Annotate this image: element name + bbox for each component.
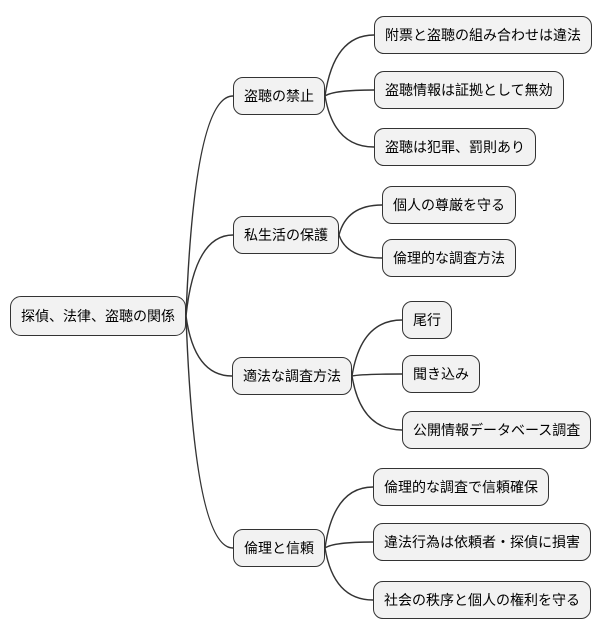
leaf-node-tag-wiretap-illegal: 附票と盗聴の組み合わせは違法 — [374, 16, 592, 54]
branch-node-legal-methods: 適法な調査方法 — [232, 357, 352, 395]
edge-line — [338, 234, 383, 259]
edge-line — [351, 375, 403, 431]
edge-line — [324, 95, 375, 148]
edge-line — [351, 373, 403, 377]
edge-line — [324, 541, 374, 549]
edge-line — [185, 95, 234, 317]
edge-line — [324, 547, 374, 601]
edge-line — [185, 234, 234, 317]
leaf-node-illegal-acts-harm: 違法行為は依頼者・探偵に損害 — [373, 523, 591, 561]
leaf-node-tailing: 尾行 — [402, 301, 452, 339]
edge-line — [351, 319, 403, 377]
leaf-node-public-database-research: 公開情報データベース調査 — [402, 411, 592, 449]
leaf-node-personal-dignity: 個人の尊厳を守る — [382, 186, 516, 224]
branch-node-wiretap-ban: 盗聴の禁止 — [233, 77, 325, 115]
branch-node-privacy-protection: 私生活の保護 — [233, 216, 339, 254]
leaf-node-evidence-invalid: 盗聴情報は証拠として無効 — [374, 71, 564, 109]
edge-line — [324, 34, 375, 97]
edge-line — [324, 89, 375, 97]
leaf-node-interviews: 聞き込み — [402, 355, 480, 393]
leaf-node-trust-through-ethics: 倫理的な調査で信頼確保 — [373, 468, 549, 506]
edge-line — [324, 486, 374, 549]
leaf-node-crime-penalty: 盗聴は犯罪、罰則あり — [374, 128, 536, 166]
leaf-node-social-order-rights: 社会の秩序と個人の権利を守る — [373, 581, 591, 619]
leaf-node-ethical-methods: 倫理的な調査方法 — [382, 239, 516, 277]
edge-line — [185, 315, 234, 549]
branch-node-ethics-trust: 倫理と信頼 — [233, 529, 325, 567]
edge-line — [185, 315, 233, 377]
root-node: 探偵、法律、盗聴の関係 — [10, 296, 186, 336]
edge-line — [338, 204, 383, 236]
